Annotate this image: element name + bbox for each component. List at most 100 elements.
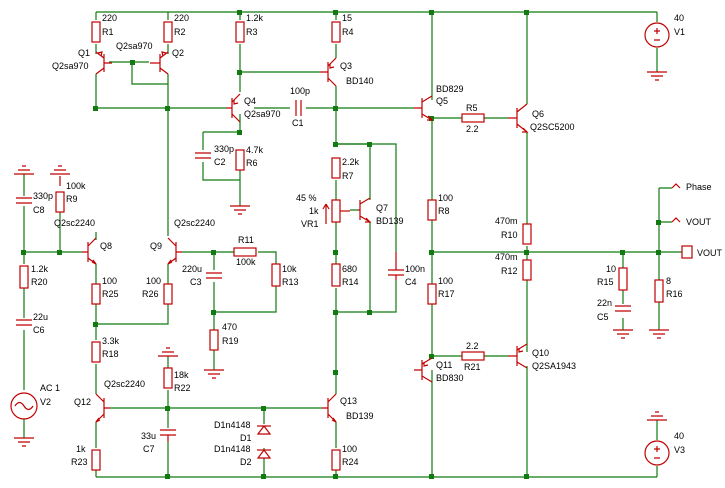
r10-value: 470m: [495, 216, 518, 226]
r1-label: R1: [102, 27, 114, 37]
r4-value: 15: [342, 13, 352, 23]
vr1-value: 1k: [309, 206, 319, 216]
r9-value: 100k: [66, 181, 86, 191]
r25-label: R25: [102, 289, 119, 299]
ground-icon: [647, 71, 667, 81]
r12-value: 470m: [495, 252, 518, 262]
q13-model: BD139: [346, 411, 374, 421]
q10-model: Q2SA1943: [532, 361, 576, 371]
r22-value: 18k: [174, 370, 189, 380]
r24-label: R24: [342, 457, 359, 467]
transistor-q1: Q1 Q2sa970: [52, 48, 112, 75]
r17-label: R17: [438, 289, 455, 299]
sources: 40 V1 AC 1 V2 40 V3: [10, 13, 685, 466]
q6-model: Q2SC5200: [530, 122, 575, 132]
q1-model: Q2sa970: [52, 61, 89, 71]
r13-value: 10k: [282, 264, 297, 274]
resistor-r5: R52.2: [461, 103, 485, 134]
vout-pin-label: VOUT: [697, 248, 723, 258]
r15-label: R15: [597, 277, 614, 287]
transistor-q10: Q10 Q2SA1943: [508, 343, 576, 371]
q9-model: Q2sc2240: [174, 218, 215, 228]
r11-value: 100k: [236, 257, 256, 267]
q3-model: BD140: [346, 76, 374, 86]
r26-label: R26: [142, 289, 159, 299]
d1-model: D1n4148: [214, 420, 251, 430]
r19-value: 470: [222, 322, 237, 332]
r23-label: R23: [71, 457, 88, 467]
r25-value: 100: [102, 276, 117, 286]
c5-value: 22n: [597, 298, 612, 308]
c6-value: 22u: [33, 312, 48, 322]
source-v3: 40 V3: [644, 431, 685, 466]
vr1-setting: 45 %: [296, 193, 317, 203]
r5-value: 2.2: [466, 124, 479, 134]
vout-pin: VOUT: [681, 245, 723, 259]
q5-label: Q5: [436, 96, 448, 106]
phase-probe: Phase: [671, 182, 712, 192]
r16-value: 8: [666, 276, 671, 286]
q8-label: Q8: [100, 241, 112, 251]
diodes: D1n4148 D1 D1n4148 D2: [214, 420, 272, 467]
r16-label: R16: [666, 289, 683, 299]
v1-value: 40: [674, 13, 684, 23]
r11-label: R11: [238, 235, 254, 245]
transistor-q12: Q2sc2240 Q12: [74, 379, 145, 423]
diode-d1: D1n4148 D1: [214, 420, 272, 443]
q4-model: Q2sa970: [244, 109, 281, 119]
ground-icon: [613, 329, 633, 339]
junction-dots: [21, 10, 661, 479]
transistor-q13: Q13 BD139: [322, 393, 374, 423]
q2-model: Q2sa970: [116, 41, 153, 51]
q10-label: Q10: [532, 348, 549, 358]
r3-label: R3: [246, 27, 258, 37]
c2-label: C2: [214, 157, 226, 167]
ground-icon: [50, 165, 70, 175]
transistor-q6: Q6 Q2SC5200: [508, 103, 575, 133]
source-v1: 40 V1: [644, 13, 685, 48]
transistor-q9: Q2sc2240 Q9: [150, 218, 215, 265]
resistor-r11: R11 100k: [233, 235, 257, 267]
r13-label: R13: [282, 277, 299, 287]
q3-label: Q3: [340, 61, 352, 71]
ground-icon: [230, 205, 250, 215]
vout-probe-label: VOUT: [686, 217, 712, 227]
ground-icon: [14, 419, 34, 447]
ground-icon: [647, 411, 667, 421]
r1-value: 220: [102, 13, 117, 23]
ground-icon: [649, 329, 669, 339]
r19-label: R19: [222, 336, 239, 346]
diode-d2: D1n4148 D2: [214, 444, 272, 467]
q7-label: Q7: [376, 203, 388, 213]
q9-label: Q9: [150, 241, 162, 251]
wire-net: [23, 11, 686, 478]
transistor-q4: Q4 Q2sa970: [226, 93, 281, 123]
q6-label: Q6: [532, 109, 544, 119]
v1-label: V1: [674, 27, 685, 37]
r14-label: R14: [342, 277, 359, 287]
transistors: Q1 Q2sa970 Q2sa970 Q2 Q3 BD140 Q4 Q2sa97…: [52, 41, 576, 423]
c1-label: C1: [292, 118, 304, 128]
c8-label: C8: [33, 205, 45, 215]
c8-value: 330p: [33, 191, 53, 201]
c6-label: C6: [33, 325, 45, 335]
d2-model: D1n4148: [214, 444, 251, 454]
q1-label: Q1: [78, 48, 90, 58]
c3-label: C3: [190, 277, 202, 287]
r2-label: R2: [174, 27, 186, 37]
